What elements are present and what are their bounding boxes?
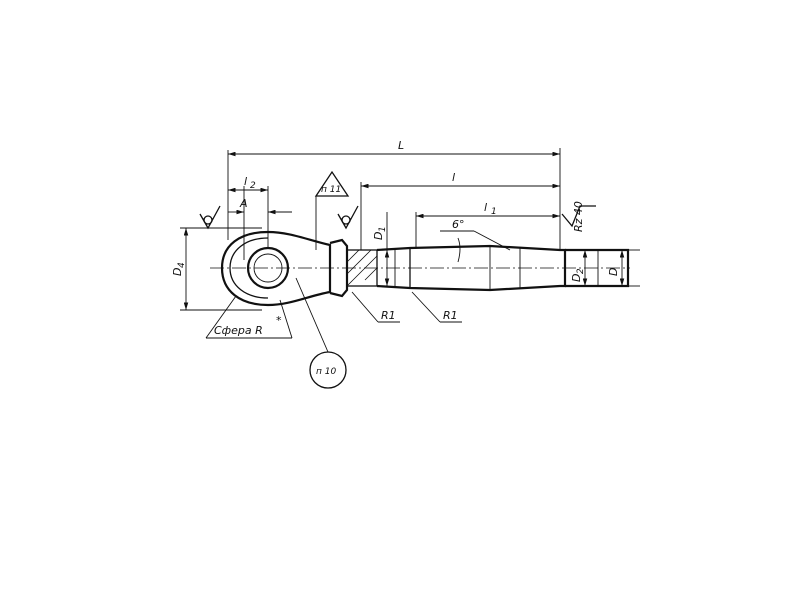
sphere-callout: Сфера R * [205,295,293,339]
dim-D-label: D [607,268,620,276]
r1-left-callout: R1 [351,291,400,323]
dim-D2-sub: 2 [576,268,586,274]
dim-l2-sub: 2 [250,181,256,191]
dim-D2-label: D [570,274,583,282]
dim-D1-label: D [372,232,385,240]
roughness-mark-left [199,205,221,230]
angle-label: 6° [452,218,465,231]
note-10-callout: п 10 [295,277,347,389]
dim-l-label: l [452,171,455,184]
sphere-label: Сфера R [214,324,263,337]
eye-head [220,230,349,307]
note-10-label: п 10 [316,367,336,377]
dim-l1-label: l [484,201,487,214]
r1-right-callout: R1 [411,291,462,323]
dim-A-label: A [239,197,248,210]
sphere-mark: * [276,314,282,327]
dim-D4-label: D [171,268,184,276]
dim-D4-sub: 4 [177,262,187,268]
roughness-label: Rz 40 [572,201,585,232]
roughness-mark-mid [337,205,359,230]
shank [376,244,630,292]
hatched-section [346,249,378,287]
dim-l1-sub: 1 [491,207,497,217]
roughness-mark-rz: Rz 40 [561,201,596,232]
note-11-flag: п 11 [314,170,350,250]
dim-L-label: L [398,139,404,152]
r1-right-label: R1 [443,309,458,322]
r1-left-label: R1 [381,309,396,322]
dim-D1-sub: 1 [378,226,388,232]
dim-l2-label: l [244,175,247,188]
note-11-label: п 11 [321,185,341,195]
